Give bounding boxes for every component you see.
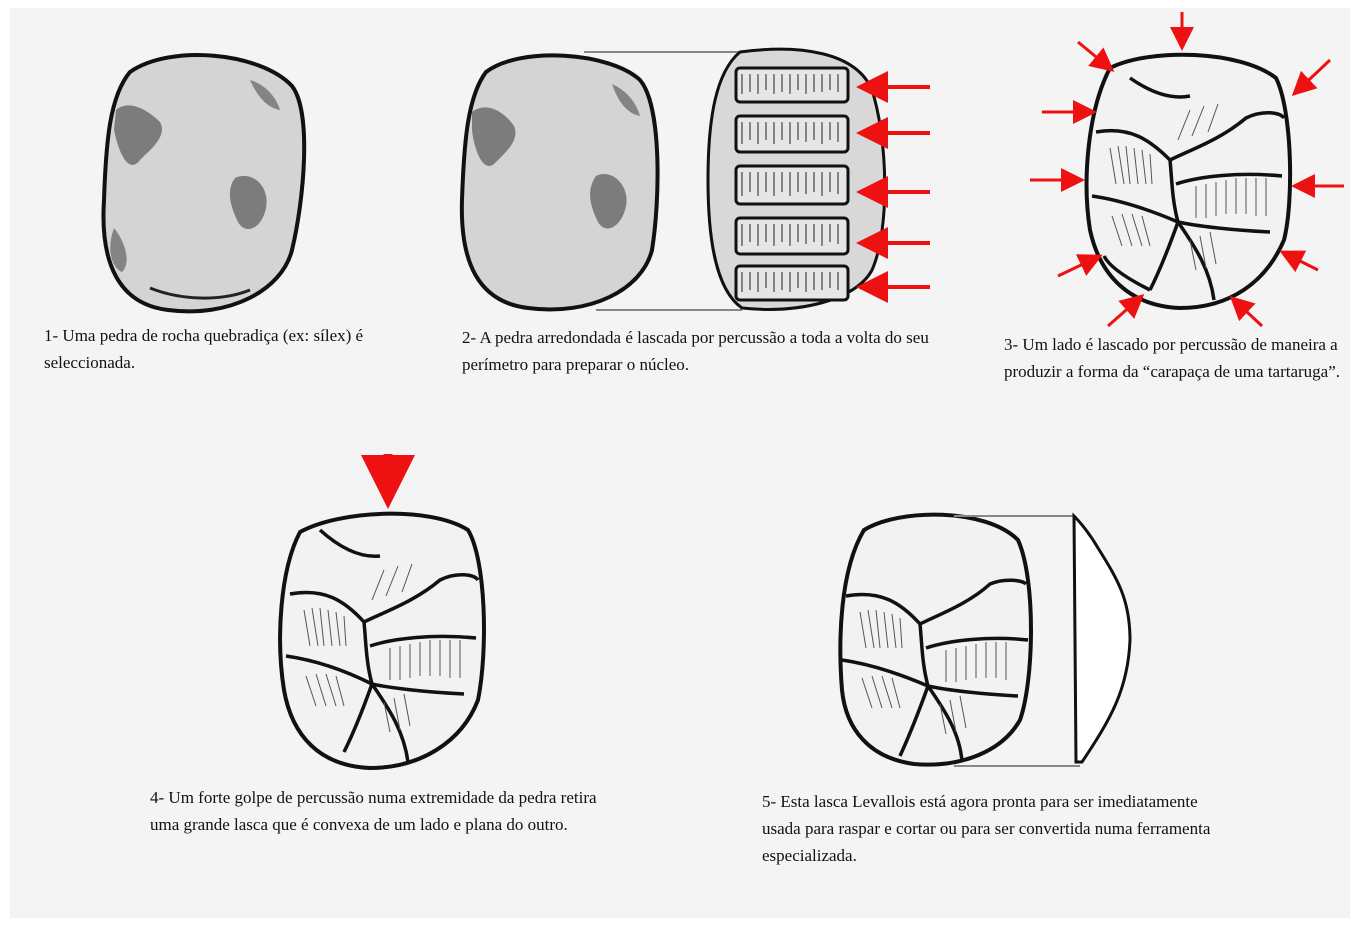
- stone-step2-side: [708, 49, 885, 309]
- arrow-icon: [1294, 60, 1330, 94]
- flake-step5-profile: [1074, 516, 1130, 762]
- caption-step5: 5- Esta lasca Levallois está agora pront…: [762, 788, 1232, 869]
- arrow-icon: [1232, 298, 1262, 326]
- stone-step1: [103, 55, 304, 311]
- stone-step3-core: [1087, 55, 1290, 308]
- stone-step2-front: [462, 52, 742, 310]
- caption-step1: 1- Uma pedra de rocha quebradiça (ex: sí…: [44, 322, 404, 376]
- stone-step4-core: [280, 514, 484, 768]
- caption-step4: 4- Um forte golpe de percussão numa extr…: [150, 784, 620, 838]
- caption-step2: 2- A pedra arredondada é lascada por per…: [462, 324, 932, 378]
- arrow-icon: [1282, 252, 1318, 270]
- arrow-icon: [1058, 256, 1100, 276]
- flake-step5-front: [840, 515, 1080, 766]
- arrow-icon: [1108, 296, 1142, 326]
- arrow-icon: [1078, 42, 1112, 70]
- caption-step3: 3- Um lado é lascado por percussão de ma…: [1004, 331, 1344, 385]
